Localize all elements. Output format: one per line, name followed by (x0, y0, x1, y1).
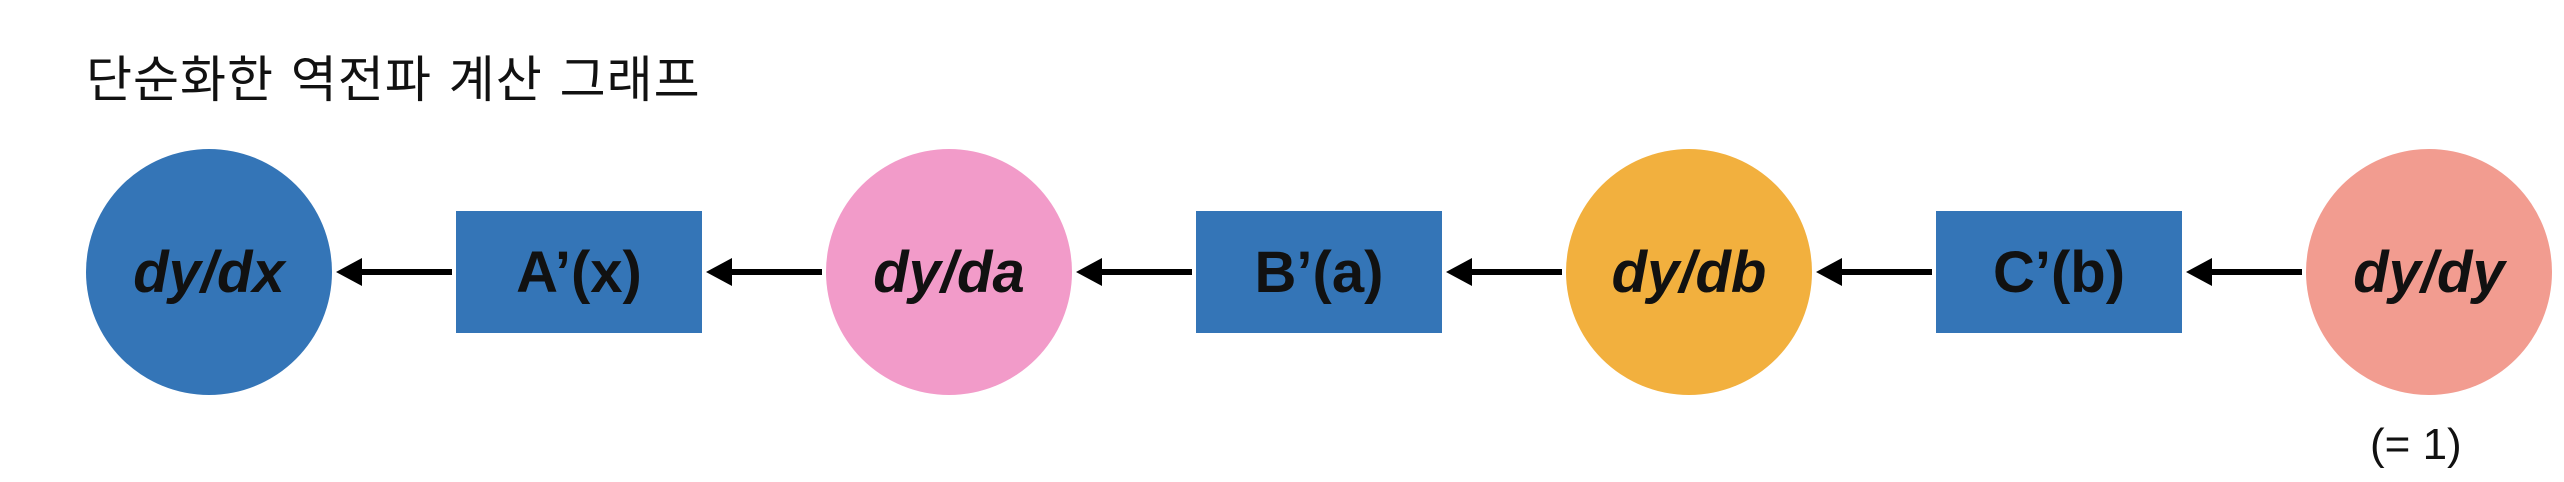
node-dydb-label: dy/db (1611, 239, 1767, 305)
edge-c-prime-to-dydb (1816, 258, 1932, 286)
edge-b-prime-to-dyda (1076, 258, 1192, 286)
node-dyda-label: dy/da (873, 239, 1025, 305)
edge-dydb-to-b-prime (1446, 258, 1562, 286)
node-dydy: dy/dy (2306, 149, 2552, 395)
edge-dydy-to-c-prime (2186, 258, 2302, 286)
node-dyda: dy/da (826, 149, 1072, 395)
node-c-prime-label: C’(b) (1992, 239, 2126, 305)
edge-dyda-to-a-prime (706, 258, 822, 286)
node-dydy-label: dy/dy (2353, 239, 2505, 305)
node-dydx-label: dy/dx (133, 239, 285, 305)
dydy-value-note: (= 1) (2370, 420, 2462, 469)
diagram-title: 단순화한 역전파 계산 그래프 (86, 51, 701, 109)
node-c-prime: C’(b) (1936, 211, 2182, 333)
node-b-prime-label: B’(a) (1254, 239, 1384, 305)
node-a-prime-label: A’(x) (516, 239, 642, 305)
node-dydb: dy/db (1566, 149, 1812, 395)
edge-a-prime-to-dydx (336, 258, 452, 286)
node-a-prime: A’(x) (456, 211, 702, 333)
node-b-prime: B’(a) (1196, 211, 1442, 333)
node-dydx: dy/dx (86, 149, 332, 395)
